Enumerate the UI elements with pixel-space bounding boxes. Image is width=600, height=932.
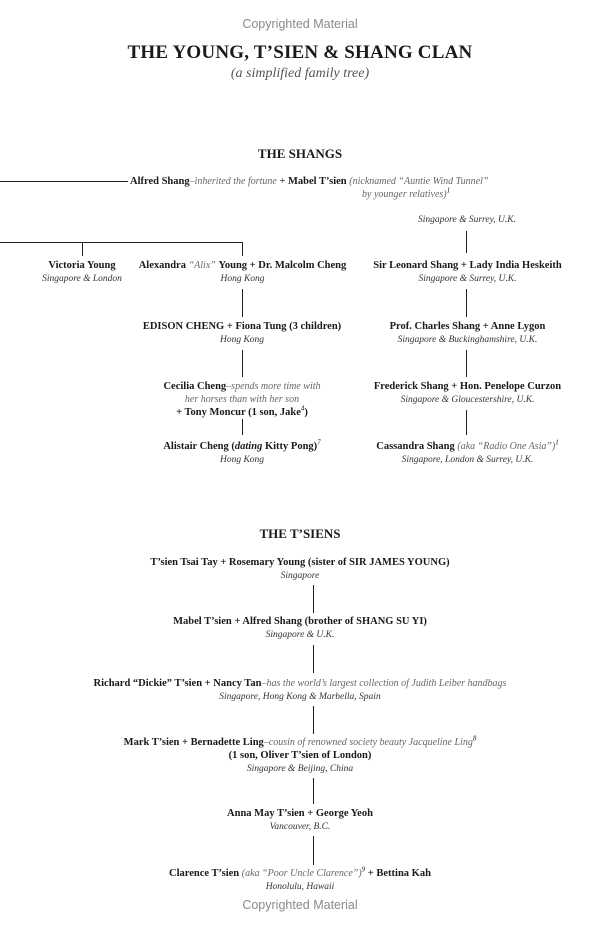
connector-line [242, 419, 243, 435]
tsien-generation: T’sien Tsai Tay + Rosemary Young (sister… [0, 556, 600, 582]
annotation: –spends more time with [226, 381, 321, 392]
emphasis: dating [234, 441, 263, 452]
location: Hong Kong [219, 455, 265, 465]
connector-line [82, 242, 83, 256]
location: Singapore [280, 571, 320, 581]
plus-sign: + [279, 176, 286, 187]
person-name: EDISON CHENG + Fiona Tung (3 children) [142, 321, 342, 332]
location: Singapore & Surrey, U.K. [418, 215, 516, 225]
connector-line [242, 350, 243, 377]
person-name: T’sien Tsai Tay + Rosemary Young (sister… [150, 557, 450, 568]
person-name: Cecilia Cheng [163, 381, 227, 392]
family-member: Prof. Charles Shang + Anne Lygon Singapo… [350, 320, 585, 346]
location: Honolulu, Hawaii [265, 882, 335, 892]
family-member: Cassandra Shang (aka “Radio One Asia”)1 … [350, 438, 585, 466]
footnote-marker: 4 [300, 404, 305, 413]
person-name: Mabel T’sien [288, 176, 347, 187]
nickname: “Alix” [188, 260, 216, 271]
person-name: Prof. Charles Shang + Anne Lygon [389, 321, 546, 332]
person-name: (1 son, Oliver T’sien of London) [228, 750, 372, 761]
connector-line [313, 585, 314, 613]
location: Vancouver, B.C. [269, 822, 331, 832]
section-heading-shangs: THE SHANGS [257, 146, 343, 161]
person-name: ) [304, 407, 308, 418]
person-name: + Bettina Kah [365, 868, 431, 879]
footnote-marker: 1 [555, 438, 559, 447]
shang-root-note-line2: by younger relatives)1 [362, 186, 572, 201]
connector-line [466, 289, 467, 317]
person-name: Mabel T’sien + Alfred Shang (brother of … [173, 616, 427, 627]
connector-line [313, 645, 314, 673]
person-name: Young + Dr. Malcolm Cheng [218, 260, 347, 271]
connector-line [313, 706, 314, 734]
location: Singapore, Hong Kong & Marbella, Spain [219, 692, 381, 702]
watermark-bottom: Copyrighted Material [242, 898, 358, 912]
footnote-marker: 7 [317, 438, 321, 447]
location: Singapore & London [42, 274, 122, 284]
connector-line [466, 231, 467, 253]
family-member: Sir Leonard Shang + Lady India Heskeith … [350, 259, 585, 285]
section-heading-tsiens: THE T’SIENS [259, 526, 341, 541]
footnote-marker: 1 [446, 186, 451, 195]
connector-line [0, 242, 243, 243]
family-member: EDISON CHENG + Fiona Tung (3 children) H… [112, 320, 372, 346]
person-name: Richard “Dickie” T’sien + Nancy Tan [93, 678, 262, 689]
location: Singapore & Buckinghamshire, U.K. [397, 335, 538, 345]
location: Hong Kong [220, 274, 265, 284]
person-name: Clarence T’sien [169, 868, 240, 879]
person-name: Anna May T’sien + George Yeoh [227, 808, 373, 819]
location: Singapore & U.K. [265, 630, 335, 640]
person-name: Alistair Cheng ( [163, 441, 235, 452]
person-name: Victoria Young [48, 260, 116, 271]
family-member: Cecilia Cheng–spends more time with her … [112, 380, 372, 419]
tsien-generation: Mark T’sien + Bernadette Ling–cousin of … [0, 734, 600, 775]
annotation: (nicknamed “Auntie Wind Tunnel” [349, 176, 489, 187]
annotation: (aka “Radio One Asia”) [457, 441, 556, 452]
tsien-generation: Mabel T’sien + Alfred Shang (brother of … [0, 615, 600, 641]
connector-line [313, 778, 314, 804]
annotation: her horses than with her son [184, 394, 300, 405]
connector-line [466, 350, 467, 377]
person-name: Mark T’sien + Bernadette Ling [123, 737, 264, 748]
family-member: Victoria Young Singapore & London [17, 259, 147, 285]
family-member: Alistair Cheng (dating Kitty Pong)7 Hong… [112, 438, 372, 466]
connector-line [313, 836, 314, 865]
tsien-generation: Clarence T’sien (aka “Poor Uncle Clarenc… [0, 865, 600, 893]
person-name: Alfred Shang [130, 176, 190, 187]
annotation: –has the world’s largest collection of J… [261, 678, 507, 689]
shang-root-couple: Alfred Shang–inherited the fortune + Mab… [130, 175, 580, 188]
person-name: Frederick Shang + Hon. Penelope Curzon [373, 381, 562, 392]
person-name: Sir Leonard Shang + Lady India Heskeith [373, 260, 562, 271]
family-member: Frederick Shang + Hon. Penelope Curzon S… [350, 380, 585, 406]
footnote-marker: 9 [361, 865, 366, 874]
location: Hong Kong [219, 335, 265, 345]
person-name: Cassandra Shang [376, 441, 455, 452]
location: Singapore & Beijing, China [246, 764, 354, 774]
watermark-top: Copyrighted Material [242, 17, 358, 31]
location: Singapore, London & Surrey, U.K. [401, 455, 534, 465]
person-name: + Tony Moncur (1 son, Jake [176, 407, 301, 418]
page-subtitle: (a simplified family tree) [230, 66, 370, 81]
connector-line [242, 242, 243, 256]
person-name: Kitty Pong) [262, 441, 318, 452]
person-name: Alexandra [138, 260, 186, 271]
annotation: –inherited the fortune [189, 176, 277, 187]
annotation: –cousin of renowned society beauty Jacqu… [263, 737, 473, 748]
tsien-generation: Anna May T’sien + George Yeoh Vancouver,… [0, 807, 600, 833]
family-member: Alexandra “Alix” Young + Dr. Malcolm Che… [125, 259, 360, 285]
footnote-marker: 8 [472, 734, 477, 743]
annotation: (aka “Poor Uncle Clarence”) [241, 868, 362, 879]
connector-line [466, 410, 467, 435]
location: Singapore & Surrey, U.K. [418, 274, 517, 284]
annotation: by younger relatives) [362, 189, 447, 200]
connector-line [242, 289, 243, 317]
location: Singapore & Gloucestershire, U.K. [400, 395, 535, 405]
tsien-generation: Richard “Dickie” T’sien + Nancy Tan–has … [0, 677, 600, 703]
page-title: THE YOUNG, T’SIEN & SHANG CLAN [127, 42, 473, 63]
connector-line [0, 181, 128, 182]
